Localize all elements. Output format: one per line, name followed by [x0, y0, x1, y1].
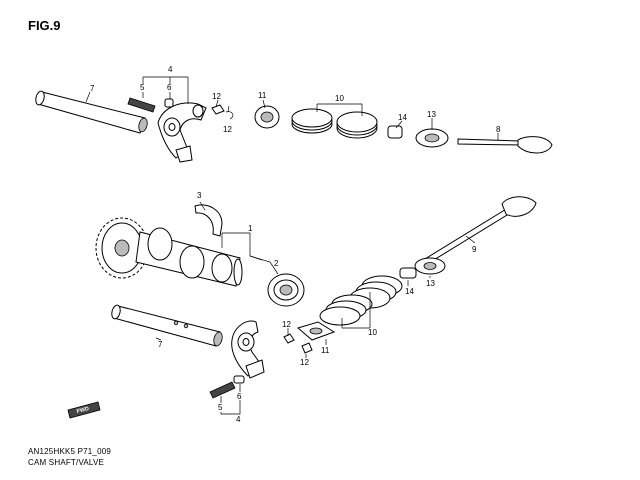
callout-7-bottom: 7 [158, 340, 163, 349]
adjust-nut-bottom[interactable] [283, 333, 295, 344]
rocker-arm-shaft-bottom[interactable] [110, 304, 223, 347]
leader-lines [85, 76, 499, 415]
cam-chain-guide[interactable] [194, 204, 223, 237]
intake-valve[interactable] [419, 196, 537, 267]
valve-springs-top[interactable] [291, 108, 378, 139]
callout-12-c: 12 [282, 320, 291, 329]
callout-11-top: 11 [258, 91, 267, 100]
rocker-arm-shaft-top[interactable] [34, 90, 148, 134]
adjust-nut-top[interactable] [211, 104, 225, 115]
callout-4-top: 4 [168, 65, 173, 74]
callout-9: 9 [472, 245, 477, 254]
valve-cotter-bottom[interactable] [399, 267, 417, 279]
callout-12-d: 12 [300, 358, 309, 367]
camshaft-bearing[interactable] [267, 273, 305, 307]
figure-title: FIG.9 [28, 18, 61, 33]
callout-14-top: 14 [398, 113, 407, 122]
camshaft[interactable] [135, 227, 243, 287]
callout-labels: 4 5 6 7 12 12 11 10 14 13 8 3 1 2 9 13 1… [90, 65, 501, 424]
rocker-arm-bottom[interactable] [231, 320, 265, 379]
callout-13-top: 13 [427, 110, 436, 119]
callout-7-top: 7 [90, 84, 95, 93]
valve-cotter-top[interactable] [387, 125, 403, 139]
valve-springs-bottom[interactable] [319, 275, 403, 326]
spring-bottom[interactable] [209, 381, 236, 399]
callout-14-bottom: 14 [405, 287, 414, 296]
callout-13-bottom: 13 [426, 279, 435, 288]
forward-direction-arrow: FWD [67, 401, 101, 419]
callout-12-b: 12 [223, 125, 232, 134]
diagram-description: CAM SHAFT/VALVE [28, 458, 105, 467]
callout-1: 1 [248, 224, 253, 233]
pin-top[interactable] [164, 98, 174, 108]
rocker-arm-top[interactable] [157, 102, 207, 163]
pin-bottom[interactable] [233, 375, 245, 384]
callout-10-bottom: 10 [368, 328, 377, 337]
spring-retainer-bottom[interactable] [414, 257, 446, 275]
callout-3: 3 [197, 191, 202, 200]
callout-6-top: 6 [167, 83, 172, 92]
valve-stem-seal-bottom[interactable] [296, 321, 336, 341]
callout-12-a: 12 [212, 92, 221, 101]
exhaust-valve[interactable] [457, 136, 553, 154]
callout-10-top: 10 [335, 94, 344, 103]
adjust-screw-top[interactable] [225, 111, 234, 120]
spring-retainer-top[interactable] [415, 128, 449, 148]
adjust-screw-bottom[interactable] [301, 342, 313, 354]
svg-text:FWD: FWD [76, 406, 90, 415]
callout-8: 8 [496, 125, 501, 134]
diagram-code: AN125HKK5 P71_009 [28, 447, 112, 456]
callout-6-bottom: 6 [237, 392, 242, 401]
valve-stem-seal-top[interactable] [254, 105, 280, 129]
spring-top[interactable] [127, 97, 156, 113]
callout-2: 2 [274, 259, 279, 268]
callout-5-bottom: 5 [218, 403, 223, 412]
callout-4-bottom: 4 [236, 415, 241, 424]
callout-5-top: 5 [140, 83, 145, 92]
callout-11-bottom: 11 [321, 346, 330, 355]
camshaft-sprocket[interactable] [95, 217, 149, 279]
